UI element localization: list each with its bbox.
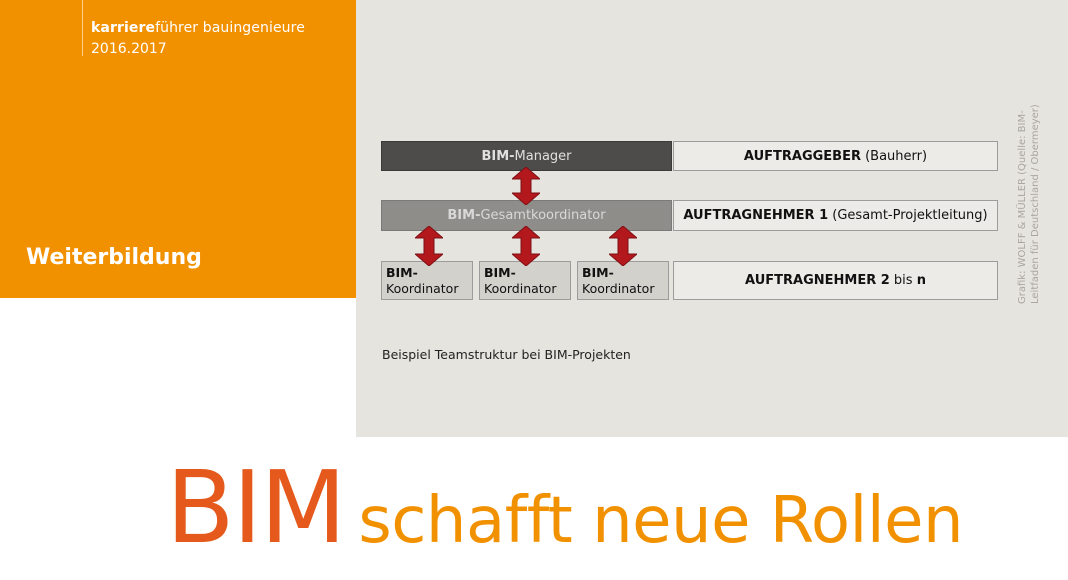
koordinator-prefix: BIM- [484, 265, 516, 280]
magazine-brand: karriereführer bauingenieure [91, 20, 305, 36]
manager-label: Manager [514, 148, 572, 164]
bim-koordinator-box: BIM- Koordinator [381, 261, 473, 300]
image-credit: Grafik: WOLFF & MÜLLER (Quelle: BIM-Leit… [1017, 104, 1041, 304]
double-arrow-icon [512, 226, 540, 266]
brand-bold: karriere [91, 20, 156, 36]
headline-bim: BIM [166, 449, 346, 566]
auftragnehmer-1-note: (Gesamt-Projektleitung) [828, 208, 988, 223]
koordinator-label: Koordinator [386, 281, 459, 296]
auftraggeber-box: AUFTRAGGEBER (Bauherr) [673, 141, 998, 171]
auftraggeber-note: (Bauherr) [860, 148, 928, 164]
koordinator-prefix: BIM- [386, 265, 418, 280]
diagram-caption: Beispiel Teamstruktur bei BIM-Projekten [382, 347, 631, 362]
section-panel [0, 0, 356, 298]
koordinator-label: Koordinator [582, 281, 655, 296]
divider [82, 0, 83, 56]
double-arrow-icon [415, 226, 443, 266]
auftragnehmer-2-mid: bis [889, 273, 917, 288]
double-arrow-icon [512, 167, 540, 205]
manager-prefix: BIM- [481, 148, 515, 164]
auftraggeber-label: AUFTRAGGEBER [743, 148, 861, 164]
auftragnehmer-1-box: AUFTRAGNEHMER 1 (Gesamt-Projektleitung) [673, 200, 998, 231]
koordinator-prefix: BIM- [582, 265, 614, 280]
auftragnehmer-1-label: AUFTRAGNEHMER 1 [683, 208, 829, 223]
bim-koordinator-box: BIM- Koordinator [479, 261, 571, 300]
auftragnehmer-2-label: AUFTRAGNEHMER 2 [745, 273, 890, 288]
gesamt-prefix: BIM- [447, 208, 481, 223]
koordinator-label: Koordinator [484, 281, 557, 296]
headline-rest: schafft neue Rollen [358, 484, 964, 558]
bim-koordinator-box: BIM- Koordinator [577, 261, 669, 300]
auftragnehmer-2-box: AUFTRAGNEHMER 2 bis n [673, 261, 998, 300]
brand-rest: führer bauingenieure [155, 20, 305, 36]
category-label: Weiterbildung [26, 245, 202, 270]
gesamt-label: Gesamtkoordinator [480, 208, 606, 223]
double-arrow-icon [609, 226, 637, 266]
edition-year: 2016.2017 [91, 41, 167, 57]
auftragnehmer-2-n: n [916, 273, 926, 288]
